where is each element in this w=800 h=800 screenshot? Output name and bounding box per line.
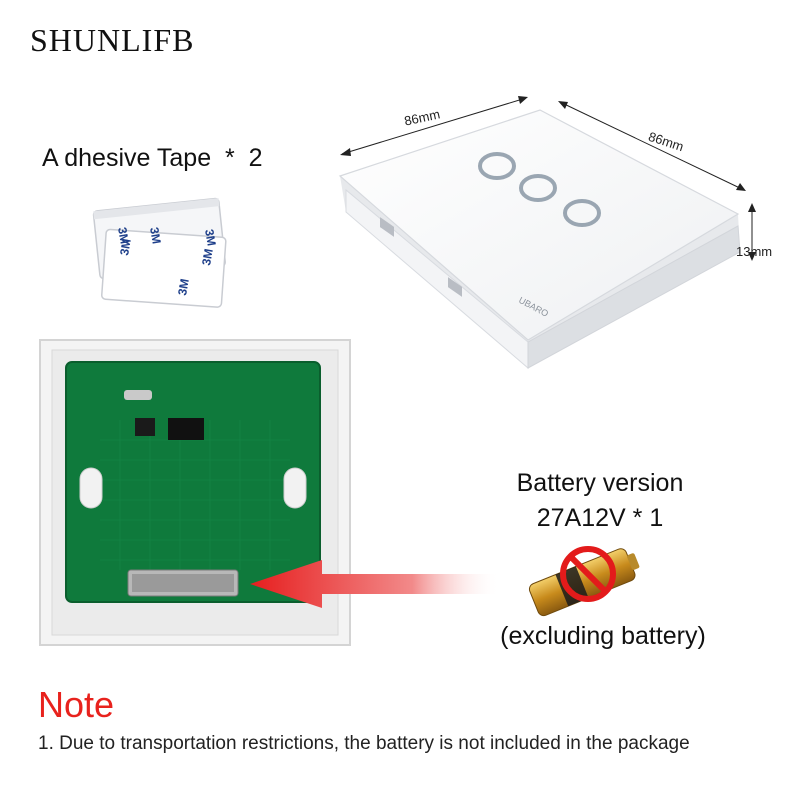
note-text: 1. Due to transportation restrictions, t… — [38, 733, 690, 754]
battery-version-title: Battery version — [516, 469, 684, 497]
tape-logo-text: 3M — [115, 226, 132, 245]
svg-text:3M: 3M — [147, 226, 164, 245]
svg-text:3M: 3M — [175, 278, 192, 297]
back-plate-pcb-image — [39, 339, 351, 646]
note-title: Note — [38, 684, 115, 725]
svg-text:3M: 3M — [199, 248, 216, 267]
adhesive-tape-image: 3M 3M 3M 3M 3M 3M — [92, 197, 227, 308]
arrow-left-icon — [250, 560, 500, 608]
brand-name: SHUNLIFB — [30, 22, 195, 58]
battery-model-label: 27A12V * 1 — [536, 504, 664, 532]
battery-image — [528, 548, 640, 617]
prohibited-sign-icon — [560, 546, 616, 602]
switch-panel-image: UBARO — [338, 96, 756, 370]
panel-height-label: 13mm — [736, 244, 773, 259]
svg-text:3M: 3M — [117, 238, 134, 257]
battery-excluded-label: (excluding battery) — [500, 622, 706, 650]
svg-text:3M: 3M — [202, 228, 219, 247]
adhesive-tape-label: A dhesive Tape * 2 — [42, 144, 263, 172]
